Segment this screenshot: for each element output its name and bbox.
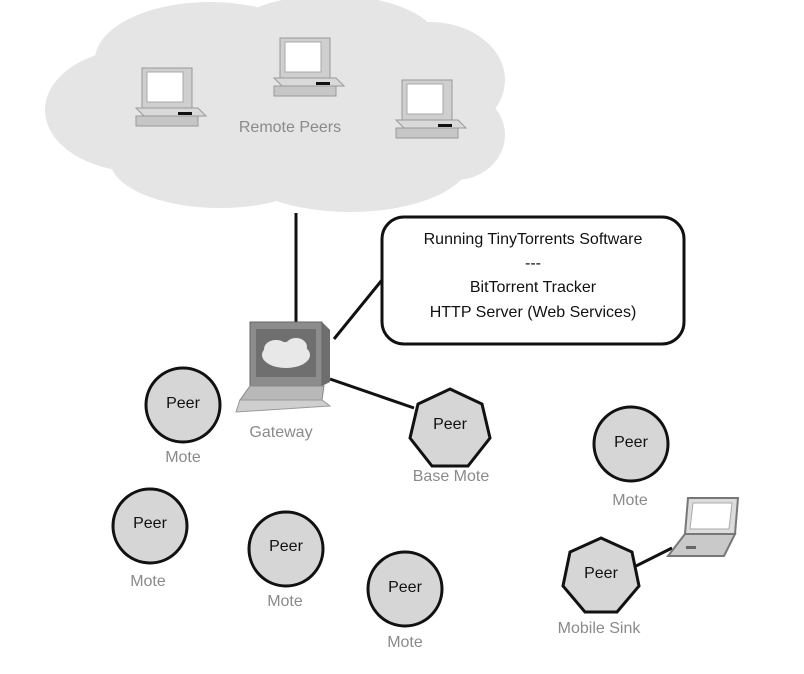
laptop-icon xyxy=(665,497,740,557)
mote-label: Mote xyxy=(267,593,303,610)
mote-peer-text: Peer xyxy=(269,538,303,555)
callout-line: BitTorrent Tracker xyxy=(470,279,597,296)
gateway-basemote-link xyxy=(329,377,415,410)
mote-peer-text: Peer xyxy=(166,395,200,412)
base-mote: Peer Base Mote xyxy=(408,387,492,485)
gateway-computer-icon xyxy=(235,321,332,413)
mote-peer-text: Peer xyxy=(614,434,648,451)
mote: Peer Mote xyxy=(366,550,444,651)
base-mote-label: Base Mote xyxy=(413,468,490,485)
mote-peer-text: Peer xyxy=(388,579,422,596)
remote-peers-label: Remote Peers xyxy=(239,119,341,136)
mote: Peer Mote xyxy=(247,510,325,610)
connections xyxy=(294,213,673,568)
mote: Peer Mote xyxy=(111,487,189,590)
mote: Peer Mote xyxy=(592,405,670,509)
mobile-sink: Peer Mobile Sink xyxy=(558,536,642,637)
mote-peer-text: Peer xyxy=(133,515,167,532)
remote-peers-cloud: Remote Peers xyxy=(45,0,505,212)
sink-laptop-link xyxy=(635,546,673,568)
callout-pointer xyxy=(332,279,384,340)
software-callout: Running TinyTorrents Software --- BitTor… xyxy=(380,215,686,346)
callout-line: --- xyxy=(525,255,541,272)
remote-computer-icon xyxy=(394,79,468,139)
mobile-sink-label: Mobile Sink xyxy=(558,620,642,637)
mote-label: Mote xyxy=(387,634,423,651)
callout-line: Running TinyTorrents Software xyxy=(424,231,643,248)
callout-line: HTTP Server (Web Services) xyxy=(430,304,637,321)
gateway: Gateway xyxy=(235,321,332,441)
gateway-label: Gateway xyxy=(249,424,312,441)
base-mote-peer-text: Peer xyxy=(433,416,467,433)
mote: Peer Mote xyxy=(144,366,222,466)
mote-label: Mote xyxy=(165,449,201,466)
mobile-sink-peer-text: Peer xyxy=(584,565,618,582)
remote-computer-icon xyxy=(272,37,346,97)
mote-label: Mote xyxy=(130,573,166,590)
mote-label: Mote xyxy=(612,492,648,509)
remote-computer-icon xyxy=(134,67,208,127)
